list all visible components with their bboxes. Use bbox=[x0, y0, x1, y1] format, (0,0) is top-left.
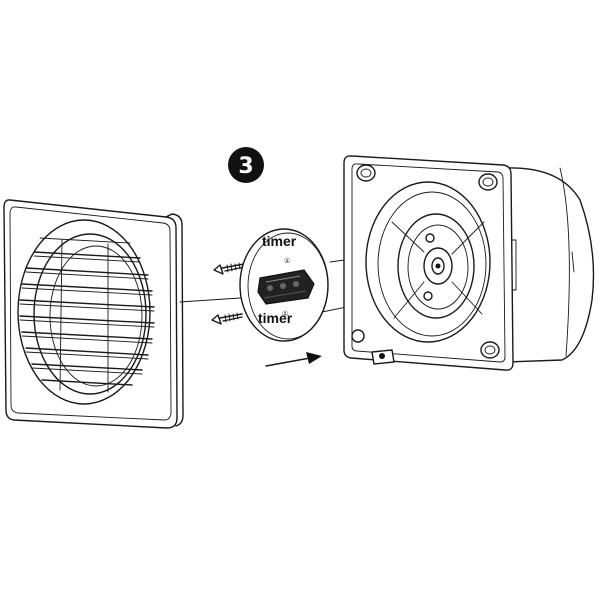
timer-mark-top: ① bbox=[284, 257, 290, 265]
front-cover bbox=[3, 199, 184, 429]
screw-icon bbox=[213, 262, 245, 275]
screw-icon bbox=[211, 312, 243, 325]
arrow-icon bbox=[265, 352, 322, 367]
timer-mark-bottom: ① bbox=[282, 310, 288, 318]
timer-label-bottom: timer bbox=[258, 310, 293, 326]
timer-label-top: timer bbox=[262, 233, 297, 249]
fan-body bbox=[343, 155, 595, 371]
step-number: 3 bbox=[238, 154, 253, 179]
timer-plate: timer ① timer ① bbox=[239, 228, 329, 342]
step-badge-icon: 3 bbox=[228, 147, 264, 183]
louvre-slats bbox=[19, 237, 155, 386]
timer-module bbox=[257, 269, 315, 305]
